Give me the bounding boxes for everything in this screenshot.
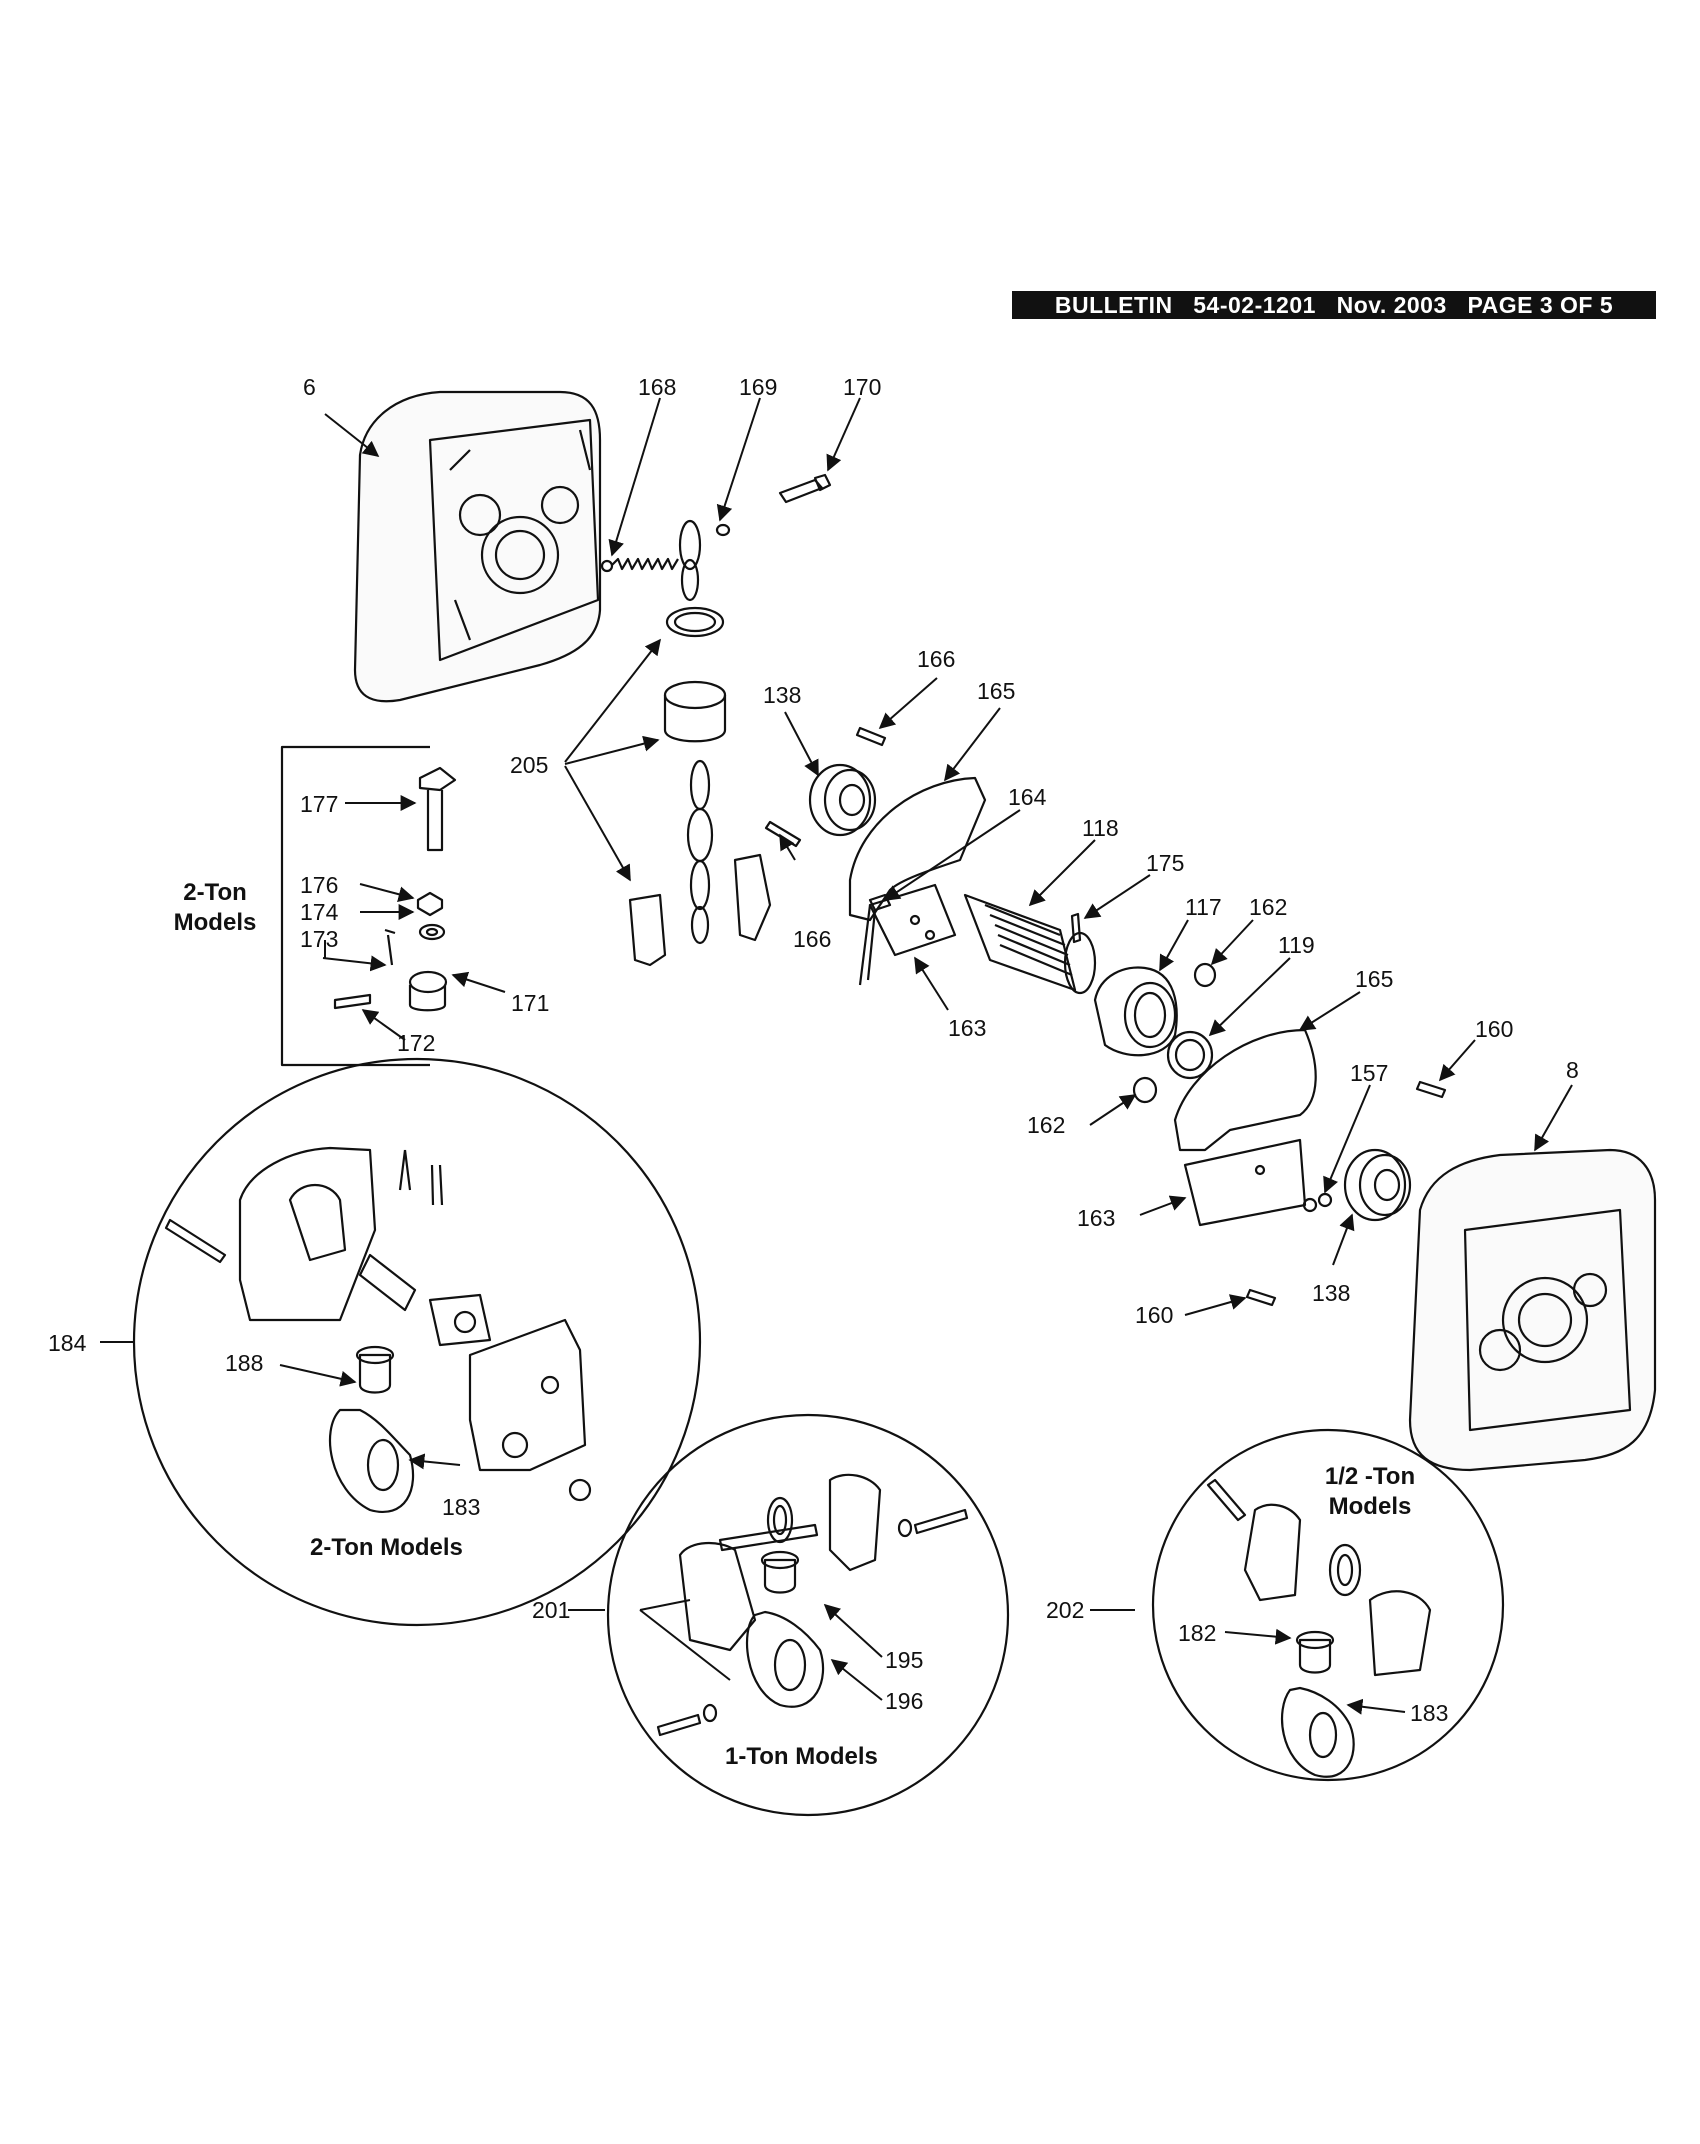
callout-162-lower: 162	[1027, 1112, 1066, 1138]
bearing-part-138-lower	[1343, 1148, 1412, 1222]
callout-183-two-ton: 183	[442, 1494, 481, 1520]
bulletin-label: BULLETIN	[1054, 292, 1173, 318]
callout-195: 195	[885, 1647, 924, 1673]
pin-part-166-upper	[855, 726, 887, 747]
gear-part-117	[1093, 966, 1178, 1057]
callout-170: 170	[843, 374, 882, 400]
callout-188: 188	[225, 1350, 264, 1376]
callout-160-upper: 160	[1475, 1016, 1514, 1042]
shaft-part-118	[963, 893, 1097, 995]
two-ton-line1: 2-Ton	[183, 879, 247, 906]
bolt-part-170	[778, 473, 832, 504]
callout-8: 8	[1566, 1057, 1579, 1083]
key-part-175	[1070, 912, 1082, 944]
callout-168: 168	[638, 374, 677, 400]
half-ton-line2: Models	[1328, 1493, 1412, 1520]
callout-205: 205	[510, 752, 549, 778]
pin-part-160-upper	[1415, 1080, 1447, 1099]
callout-163-lower: 163	[1077, 1205, 1116, 1231]
callout-162-upper: 162	[1249, 894, 1288, 920]
callout-171: 171	[511, 990, 550, 1016]
callout-117: 117	[1185, 894, 1222, 920]
callout-174: 174	[300, 899, 339, 925]
plate-part-165-lower	[1173, 1028, 1317, 1152]
callout-163-upper: 163	[948, 1015, 987, 1041]
callout-164: 164	[1008, 784, 1047, 810]
callout-169: 169	[739, 374, 778, 400]
bulletin-header-bar: BULLETIN 54-02-1201 Nov. 2003 PAGE 3 OF …	[1012, 291, 1656, 319]
callout-202: 202	[1046, 1597, 1085, 1623]
callout-165-upper: 165	[977, 678, 1016, 704]
callout-119: 119	[1278, 932, 1315, 958]
callout-182: 182	[1178, 1620, 1217, 1646]
callout-138-upper: 138	[763, 682, 802, 708]
bracket-part-163-upper	[858, 883, 957, 986]
bulletin-number: 54-02-1201	[1193, 292, 1316, 318]
housing-right-part-8	[1408, 1148, 1657, 1472]
nuts-part-157	[1302, 1192, 1333, 1213]
two-ton-models-circle-label: 2-Ton Models	[310, 1534, 463, 1561]
bulletin-date: Nov. 2003	[1336, 292, 1447, 318]
callout-177: 177	[300, 791, 339, 817]
callout-118: 118	[1082, 815, 1119, 841]
detail-circle-202	[1151, 1428, 1505, 1782]
bearing-part-138-upper	[808, 763, 877, 837]
bulletin-page: PAGE 3 OF 5	[1467, 292, 1614, 318]
pin-part-166-lower	[764, 820, 802, 848]
callout-175: 175	[1146, 850, 1185, 876]
two-ton-line2: Models	[173, 909, 257, 936]
callout-157: 157	[1350, 1060, 1389, 1086]
washer-part-119	[1166, 1030, 1214, 1080]
bracket-part-163-lower	[1183, 1138, 1307, 1227]
pawl-part-164	[868, 893, 892, 912]
housing-left-part-6	[353, 390, 602, 703]
bushing-part-162-lower	[1132, 1076, 1158, 1104]
callout-183-half-ton: 183	[1410, 1700, 1449, 1726]
detail-circle-201	[606, 1413, 1010, 1817]
spring-part-168	[600, 557, 679, 573]
callout-201: 201	[532, 1597, 571, 1623]
callout-172: 172	[397, 1030, 436, 1056]
bushing-part-162-upper	[1193, 962, 1217, 988]
callout-166-lower: 166	[793, 926, 832, 952]
leader-arrows	[279, 397, 1573, 1715]
callout-176: 176	[300, 872, 339, 898]
callout-6: 6	[303, 374, 316, 400]
pin-part-160-lower	[1245, 1288, 1277, 1307]
callout-166-upper: 166	[917, 646, 956, 672]
callout-138-lower: 138	[1312, 1280, 1351, 1306]
callout-184: 184	[48, 1330, 87, 1356]
half-ton-line1: 1/2 -Ton	[1324, 1463, 1416, 1490]
leader-lines	[100, 940, 1135, 1681]
callout-165-lower: 165	[1355, 966, 1394, 992]
chain-assembly-part-205	[628, 606, 772, 967]
callout-173: 173	[300, 926, 339, 952]
callout-160-lower: 160	[1135, 1302, 1174, 1328]
callout-196: 196	[885, 1688, 924, 1714]
one-ton-models-circle-label: 1-Ton Models	[725, 1743, 878, 1770]
load-chain-top-part-169	[678, 519, 731, 602]
